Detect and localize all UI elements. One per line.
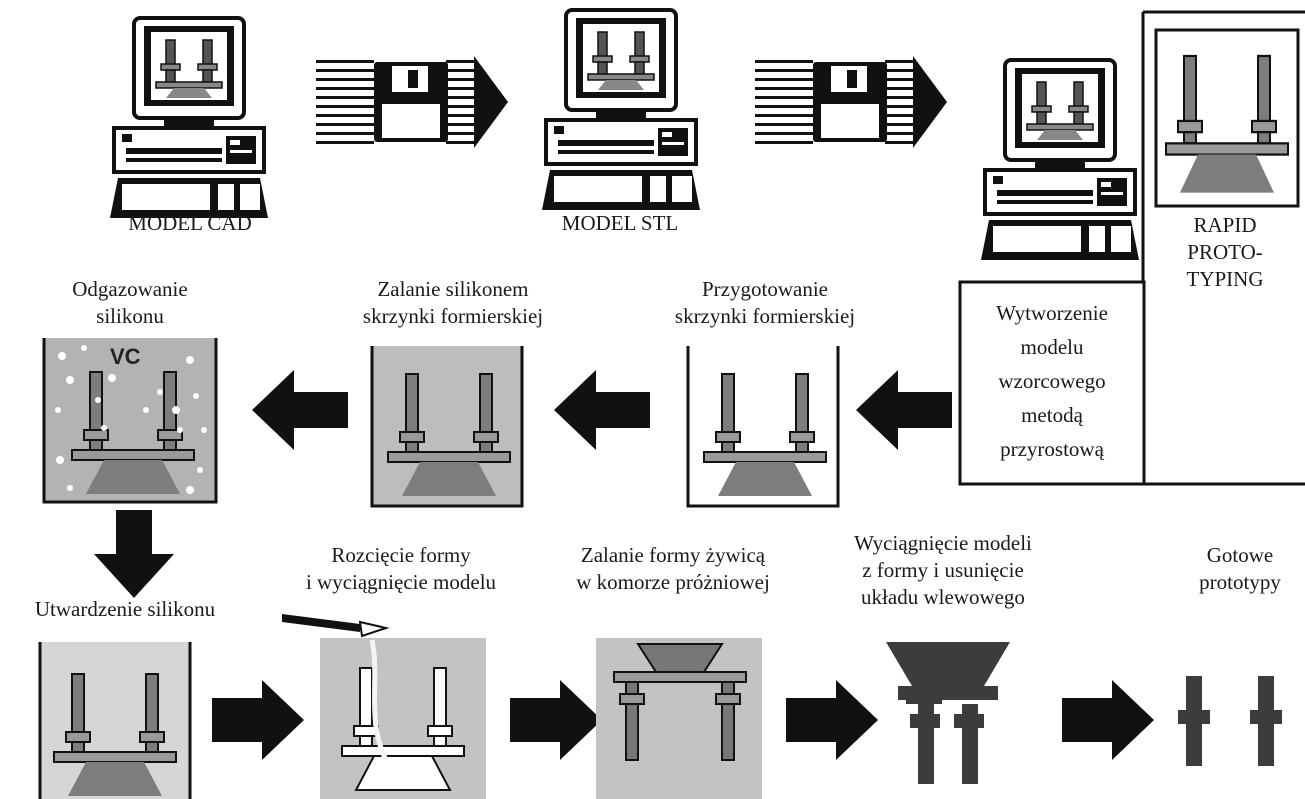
label-utwardzenie: Utwardzenie silikonu	[34, 597, 216, 621]
box-utwardzenie	[38, 642, 192, 799]
finished-prototypes	[1178, 676, 1282, 766]
arrow-right-icon-3	[786, 680, 878, 760]
arrow-down-icon	[94, 510, 174, 598]
arrow-right-icon-1	[212, 680, 304, 760]
vc-label: VC	[110, 344, 141, 369]
computer-icon-stl	[540, 8, 702, 212]
arrow-right-icon-4	[1062, 680, 1154, 760]
arrow-left-icon-1	[856, 370, 952, 450]
scalpel-icon	[282, 614, 390, 638]
box-przygotowanie	[686, 346, 840, 508]
floppy-disk-icon-2	[755, 56, 947, 148]
floppy-disk-icon-1	[316, 56, 508, 148]
box-odgazowanie: VC	[42, 338, 218, 504]
box-zalanie-zywica	[596, 638, 762, 799]
label-model-cad: MODEL CAD	[128, 211, 252, 235]
computer-icon-rp	[979, 58, 1141, 262]
wytworzenie-box	[958, 280, 1146, 486]
extracted-models	[886, 642, 1010, 784]
box-zalanie-silikonem	[370, 346, 524, 508]
box-rozciecie	[320, 638, 486, 799]
arrow-left-icon-2	[554, 370, 650, 450]
arrow-left-icon-3	[252, 370, 348, 450]
rapid-prototyping-panel	[1141, 10, 1305, 486]
computer-icon-cad	[108, 16, 270, 220]
arrow-right-icon-2	[510, 680, 602, 760]
label-model-stl: MODEL STL	[561, 211, 679, 235]
